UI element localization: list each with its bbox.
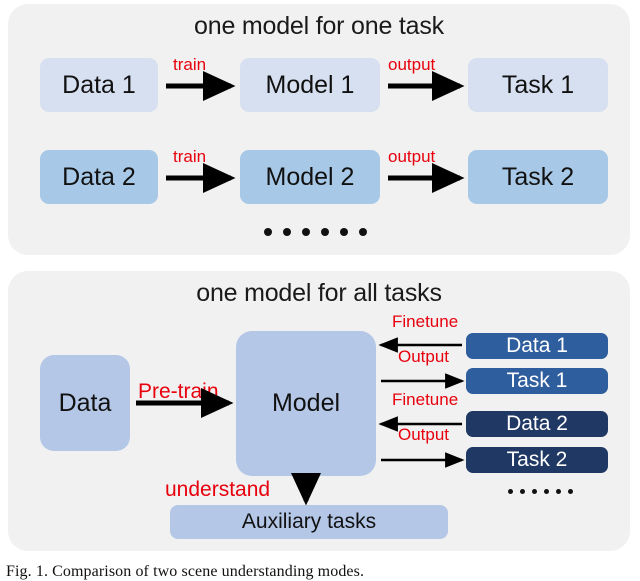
bottom-right-box-data-2: Data 2 (466, 411, 608, 437)
top-row2-train-label: train (173, 147, 207, 166)
panel-top-title: one model for one task (194, 12, 444, 40)
output-label-1: Output (398, 347, 450, 366)
finetune-label-2: Finetune (392, 390, 459, 409)
output-label-2: Output (398, 425, 450, 444)
top-row2-data-box: Data 2 (40, 150, 158, 204)
pretrain-label: Pre-train (138, 380, 219, 403)
top-row1-data-box: Data 1 (40, 58, 158, 112)
figure-caption: Fig. 1. Comparison of two scene understa… (6, 563, 365, 580)
top-row2-model-box: Model 2 (240, 150, 380, 204)
auxiliary-tasks-box: Auxiliary tasks (170, 505, 448, 539)
bottom-right-box-task-2: Task 2 (466, 447, 608, 473)
top-row1-task-box: Task 1 (468, 58, 608, 112)
panel-one-model-one-task: one model for one task (8, 4, 630, 255)
top-row1-output-label: output (388, 55, 436, 74)
bottom-model-box: Model (236, 331, 376, 476)
bottom-right-box-task-1: Task 1 (466, 368, 608, 394)
finetune-label-1: Finetune (392, 312, 459, 331)
understand-label: understand (165, 478, 271, 501)
bottom-data-box: Data (40, 355, 130, 451)
top-row2-task-box: Task 2 (468, 150, 608, 204)
bottom-right-box-data-1: Data 1 (466, 333, 608, 359)
top-panel-ellipsis (264, 228, 367, 236)
top-row1-model-box: Model 1 (240, 58, 380, 112)
top-row1-train-label: train (173, 55, 207, 74)
bottom-panel-ellipsis (508, 489, 573, 494)
panel-bottom-title: one model for all tasks (196, 279, 442, 307)
top-row2-output-label: output (388, 147, 436, 166)
